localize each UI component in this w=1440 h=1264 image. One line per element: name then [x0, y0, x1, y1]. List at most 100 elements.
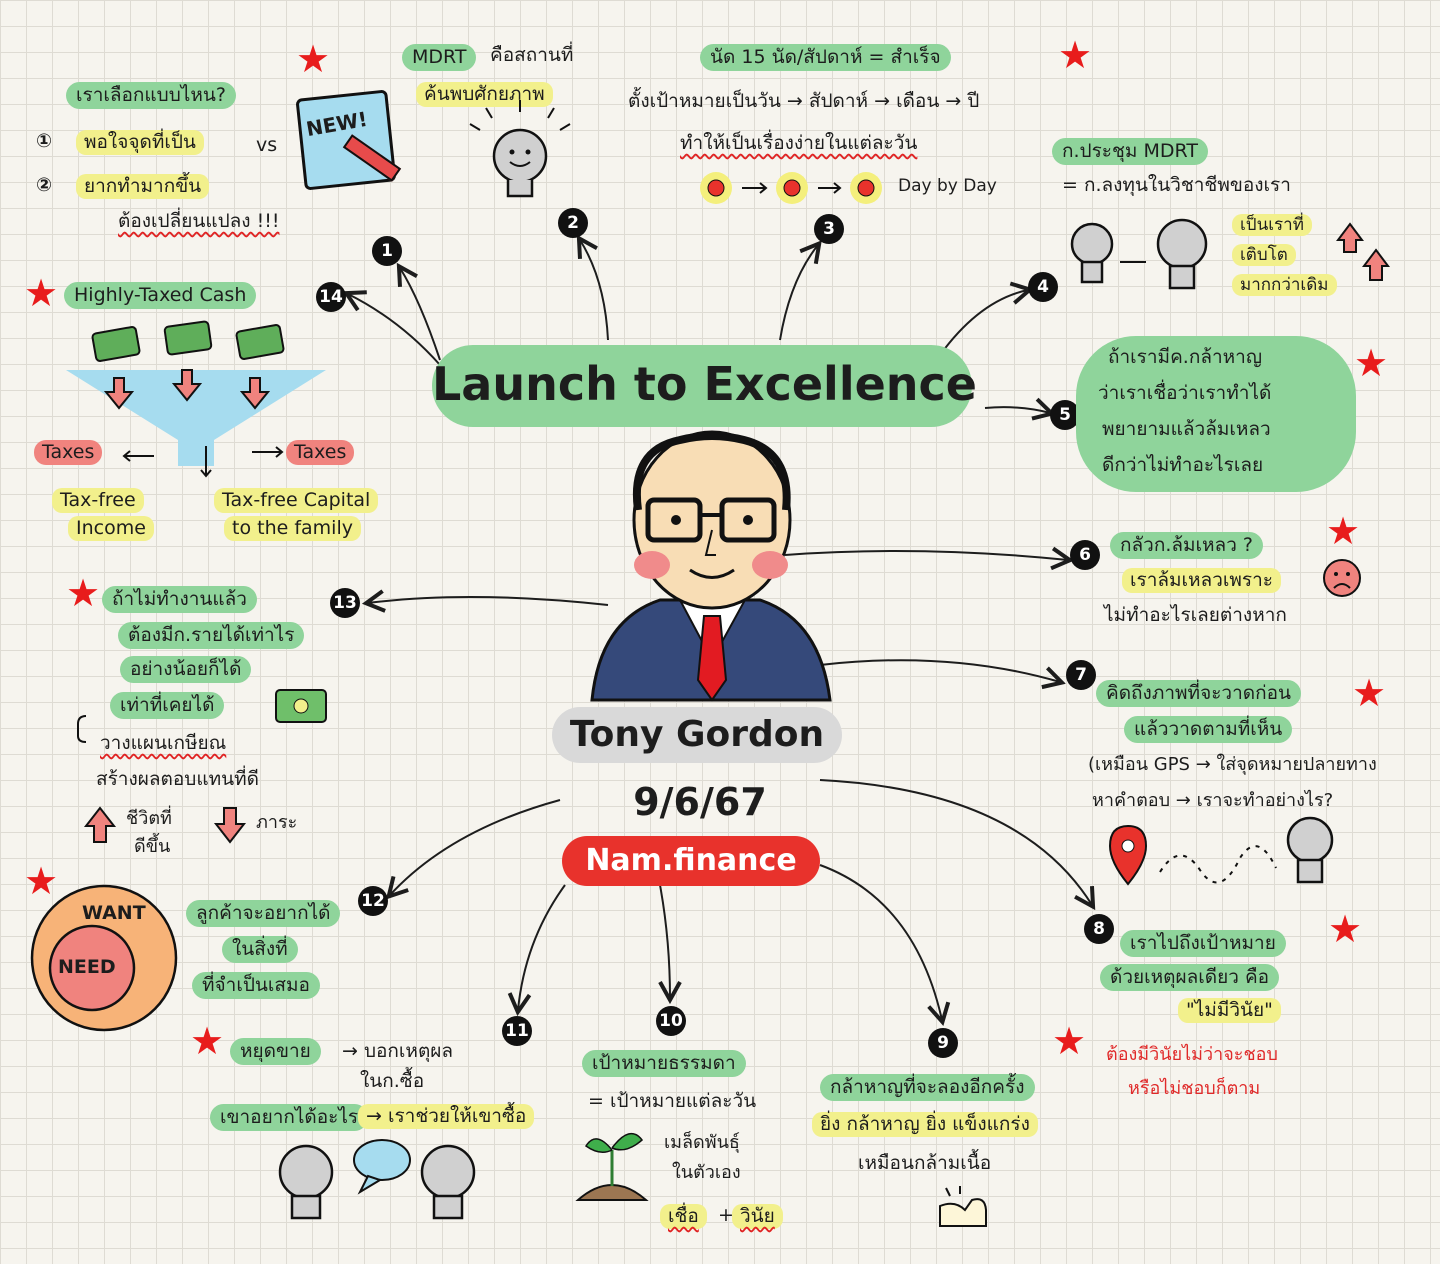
node4-line5: มากกว่าเดิม — [1232, 274, 1337, 297]
want-label: WANT — [82, 902, 146, 924]
node2-mdrt: MDRT — [402, 44, 477, 71]
node11-line3b: → เราช่วยให้เขาซื้อ — [358, 1104, 535, 1129]
node4-line4: เติบโต — [1232, 244, 1296, 267]
node3-day-label: Day by Day — [898, 176, 997, 196]
center-title: Launch to Excellence — [432, 357, 977, 411]
node10-line3: เมล็ดพันธุ์ — [664, 1132, 740, 1153]
arrow-to-1 — [400, 268, 441, 361]
node-number-12: 12 — [358, 886, 388, 916]
arrow-to-9 — [819, 864, 942, 1020]
node1-vs: vs — [256, 134, 278, 156]
node8-line4: ต้องมีวินัยไม่ว่าจะชอบ — [1106, 1044, 1278, 1065]
node8-line5: หรือไม่ชอบก็ตาม — [1128, 1078, 1261, 1099]
node13-down-label: ภาระ — [256, 812, 298, 833]
node7-line1: คิดถึงภาพที่จะวาดก่อน — [1096, 680, 1301, 707]
node5-line3: พยายามแล้วล้มเหลว — [1102, 418, 1271, 440]
node8-line1: เราไปถึงเป้าหมาย — [1120, 930, 1286, 957]
node9-line1: กล้าหาญที่จะลองอีกครั้ง — [820, 1074, 1035, 1101]
node12-line3: ที่จำเป็นเสมอ — [192, 972, 320, 999]
node14-taxes-left: Taxes — [34, 440, 103, 465]
star-icon: ★ — [24, 859, 59, 903]
node1-line3: ต้องเปลี่ยนแปลง !!! — [118, 210, 280, 232]
arrow-to-13 — [368, 597, 609, 605]
node10-line1: เป้าหมายธรรมดา — [582, 1050, 746, 1077]
node9-line2: ยิ่ง กล้าหาญ ยิ่ง แข็งแกร่ง — [812, 1112, 1038, 1137]
node11-line1b: → บอกเหตุผล — [342, 1040, 454, 1062]
node13-line1: ถ้าไม่ทำงานแล้ว — [102, 586, 257, 613]
node13-line3: อย่างน้อยก็ได้ — [120, 656, 252, 683]
node13-line2: ต้องมีก.รายได้เท่าไร — [118, 622, 305, 649]
node10-line5: เชื่อ — [660, 1204, 707, 1229]
node1-title: เราเลือกแบบไหน? — [66, 82, 236, 109]
node11-line2: ในก.ซื้อ — [360, 1070, 425, 1092]
node13-line5: วางแผนเกษียณ — [100, 732, 227, 754]
node5-bubble — [1076, 336, 1356, 492]
node12-line1: ลูกค้าจะอยากได้ — [186, 900, 341, 927]
arrow-to-10 — [660, 884, 670, 998]
star-icon: ★ — [66, 571, 101, 615]
node-number-3: 3 — [814, 214, 844, 244]
node4-line3: เป็นเราที่ — [1232, 214, 1312, 237]
node7-line4: หาคำตอบ → เราจะทำอย่างไร? — [1092, 790, 1334, 811]
node12-line2: ในสิ่งที่ — [222, 936, 298, 963]
arrow-to-6 — [784, 551, 1068, 560]
person-name: Tony Gordon — [569, 714, 825, 755]
node14-out1a: Tax-free — [52, 488, 144, 513]
node-number-1: 1 — [372, 236, 402, 266]
node2-line1b: คือสถานที่ — [490, 44, 574, 66]
node8-line2: ด้วยเหตุผลเดียว คือ — [1100, 964, 1280, 991]
node13-up-label: ชีวิตที่ — [126, 808, 172, 829]
node6-line1: กลัวก.ล้มเหลว ? — [1110, 532, 1263, 559]
node1-bullet-1: ① — [36, 130, 53, 152]
node4-line1: ก.ประชุม MDRT — [1052, 138, 1208, 165]
node3-line1: นัด 15 นัด/สัปดาห์ = สำเร็จ — [700, 44, 951, 71]
node-number-9: 9 — [928, 1028, 958, 1058]
node7-line3: (เหมือน GPS → ใส่จุดหมายปลายทาง — [1088, 754, 1377, 775]
node-number-14: 14 — [316, 282, 346, 312]
node10-line2: = เป้าหมายแต่ละวัน — [588, 1090, 757, 1112]
node7-line2: แล้ววาดตามที่เห็น — [1124, 716, 1293, 743]
star-icon: ★ — [1326, 509, 1361, 553]
node14-taxes-right: Taxes — [286, 440, 355, 465]
node6-line2: เราล้มเหลวเพราะ — [1122, 568, 1281, 593]
node8-line3: "ไม่มีวินัย" — [1178, 998, 1281, 1023]
node-number-4: 4 — [1028, 272, 1058, 302]
node10-line4: ในตัวเอง — [672, 1162, 741, 1183]
star-icon: ★ — [1058, 33, 1093, 77]
node-number-10: 10 — [656, 1006, 686, 1036]
node5-line2: ว่าเราเชื่อว่าเราทำได้ — [1098, 382, 1272, 404]
arrow-to-8 — [819, 779, 1092, 905]
star-icon: ★ — [1354, 341, 1389, 385]
arrow-to-3 — [779, 245, 818, 341]
node-number-5: 5 — [1050, 400, 1080, 430]
node6-line3: ไม่ทำอะไรเลยต่างหาก — [1104, 604, 1287, 626]
star-icon: ★ — [1352, 671, 1387, 715]
node13-up-label2: ดีขึ้น — [134, 836, 171, 857]
node-number-11: 11 — [502, 1016, 532, 1046]
brand-pill — [562, 836, 820, 886]
node10-line6: วินัย — [732, 1204, 783, 1229]
node3-line2: ตั้งเป้าหมายเป็นวัน → สัปดาห์ → เดือน → … — [628, 90, 980, 112]
node11-line1: หยุดขาย — [230, 1038, 321, 1065]
person-name-pill — [552, 707, 842, 763]
node1-line1: พอใจจุดที่เป็น — [76, 130, 204, 155]
center-date: 9/6/67 — [633, 780, 767, 824]
node14-out2b: to the family — [224, 516, 361, 541]
node-number-8: 8 — [1084, 914, 1114, 944]
arrow-to-7 — [819, 659, 1060, 682]
node13-line6: สร้างผลตอบแทนที่ดี — [96, 768, 259, 790]
node11-line3: เขาอยากได้อะไร — [210, 1104, 369, 1131]
center-title-pill — [432, 345, 972, 427]
arrow-to-2 — [580, 240, 609, 341]
arrow-to-12 — [390, 799, 561, 895]
